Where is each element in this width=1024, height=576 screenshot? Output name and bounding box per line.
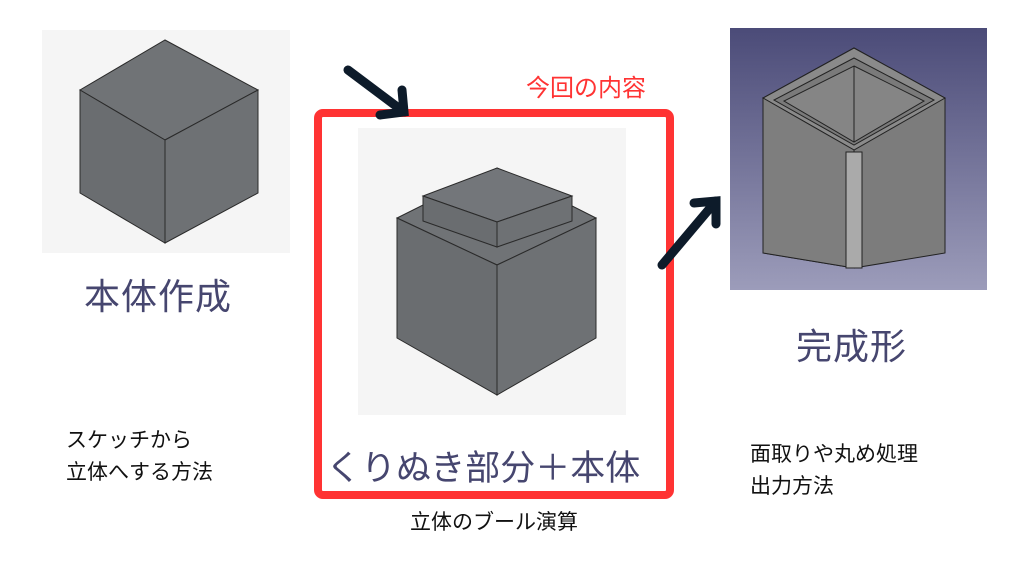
highlight-frame	[314, 109, 674, 499]
plain-cube	[79, 39, 260, 244]
step1-note: スケッチから 立体へする方法	[66, 424, 213, 488]
step3-note-line1: 面取りや丸め処理	[750, 442, 918, 466]
step1-label: 本体作成	[84, 277, 233, 318]
step2-note: 立体のブール演算	[410, 510, 578, 534]
current-topic-label: 今回の内容	[526, 74, 646, 102]
step1-note-line2: 立体へする方法	[66, 460, 213, 484]
step3-note-line2: 出力方法	[750, 474, 834, 498]
step2-label: くりぬき部分＋本体	[326, 449, 641, 489]
arrow-icon-into-step2	[343, 65, 409, 120]
finished-hollow-box	[761, 47, 947, 269]
stepped-cube	[395, 167, 598, 396]
step1-note-line1: スケッチから	[66, 428, 192, 452]
arrow-icon-to-step3	[657, 196, 721, 270]
step3-label: 完成形	[796, 327, 908, 368]
step3-note: 面取りや丸め処理 出力方法	[750, 438, 918, 502]
